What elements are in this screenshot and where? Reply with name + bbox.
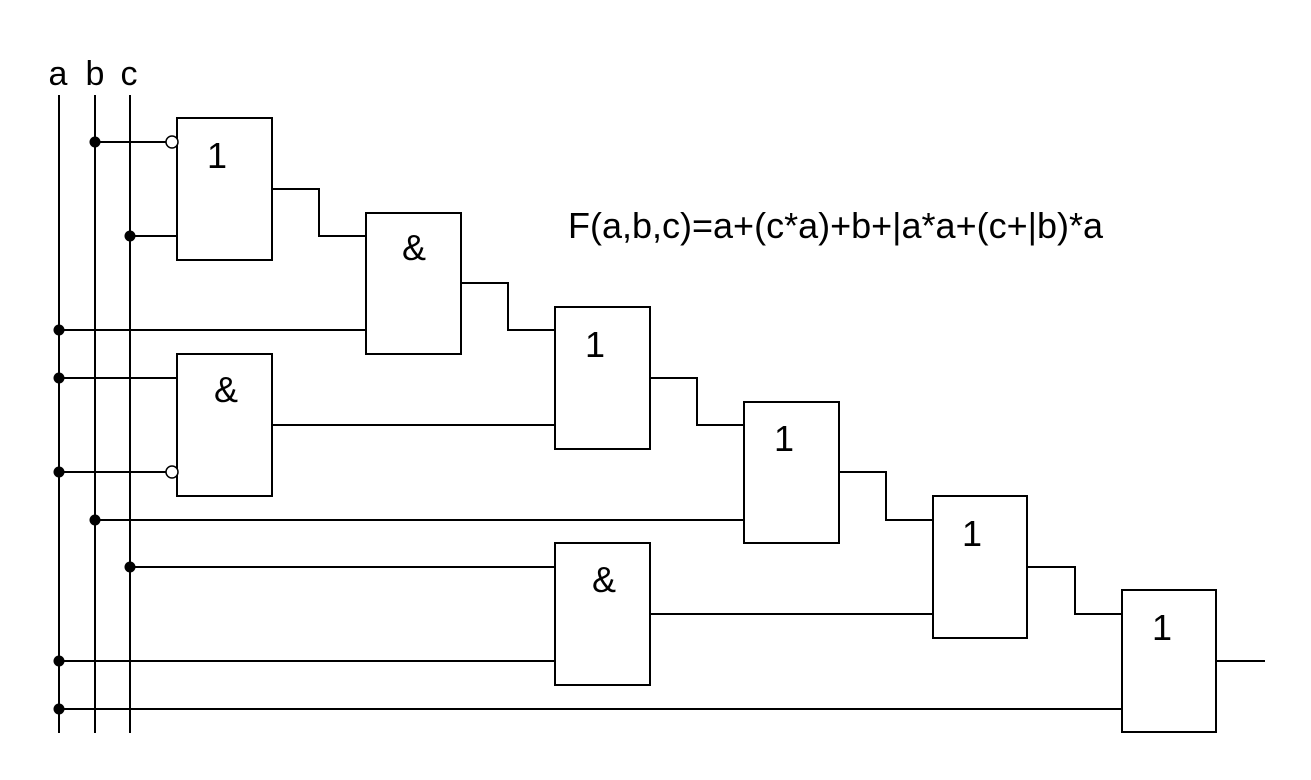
input-label-c: c: [121, 55, 138, 93]
junction-dot-c2: [124, 561, 136, 573]
gate-label-6: 1: [962, 513, 982, 554]
gate-label-3: 1: [585, 324, 605, 365]
inverter-bubble-g4-a: [165, 465, 179, 479]
gate-or-1: [176, 117, 273, 261]
gate-and-4: [176, 353, 273, 497]
gate-label-4: &: [214, 369, 238, 410]
junction-dot-a1: [53, 324, 65, 336]
junction-dot-c1: [124, 230, 136, 242]
junction-dot-a4: [53, 655, 65, 667]
inverter-bubble-g1-b: [165, 135, 179, 149]
junction-dot-a2: [53, 372, 65, 384]
input-label-b: b: [86, 55, 105, 93]
gate-label-1: 1: [207, 135, 227, 176]
wire-g3-to-g5: [650, 377, 744, 426]
wire-g6-to-g8: [1027, 566, 1122, 615]
gate-or-5: [743, 401, 840, 544]
junction-dot-b1: [89, 136, 101, 148]
gate-or-3: [554, 306, 651, 450]
wire-g5-to-g6: [839, 471, 933, 521]
formula-text: F(a,b,c)=a+(c*a)+b+|a*a+(c+|b)*a: [568, 205, 1104, 246]
gate-label-5: 1: [774, 418, 794, 459]
input-label-a: a: [49, 55, 68, 93]
junction-dot-a3: [53, 466, 65, 478]
wire-g1-to-g2: [272, 188, 366, 237]
gate-label-8: 1: [1152, 607, 1172, 648]
gate-label-7: &: [592, 559, 616, 600]
junction-dot-b2: [89, 514, 101, 526]
junction-dot-a5: [53, 703, 65, 715]
gate-label-2: &: [402, 227, 426, 268]
wire-g2-to-g3: [461, 282, 555, 331]
gate-or-6: [932, 495, 1028, 639]
gate-or-8: [1121, 589, 1217, 733]
gate-and-2: [365, 212, 462, 355]
gate-and-7: [554, 542, 651, 686]
